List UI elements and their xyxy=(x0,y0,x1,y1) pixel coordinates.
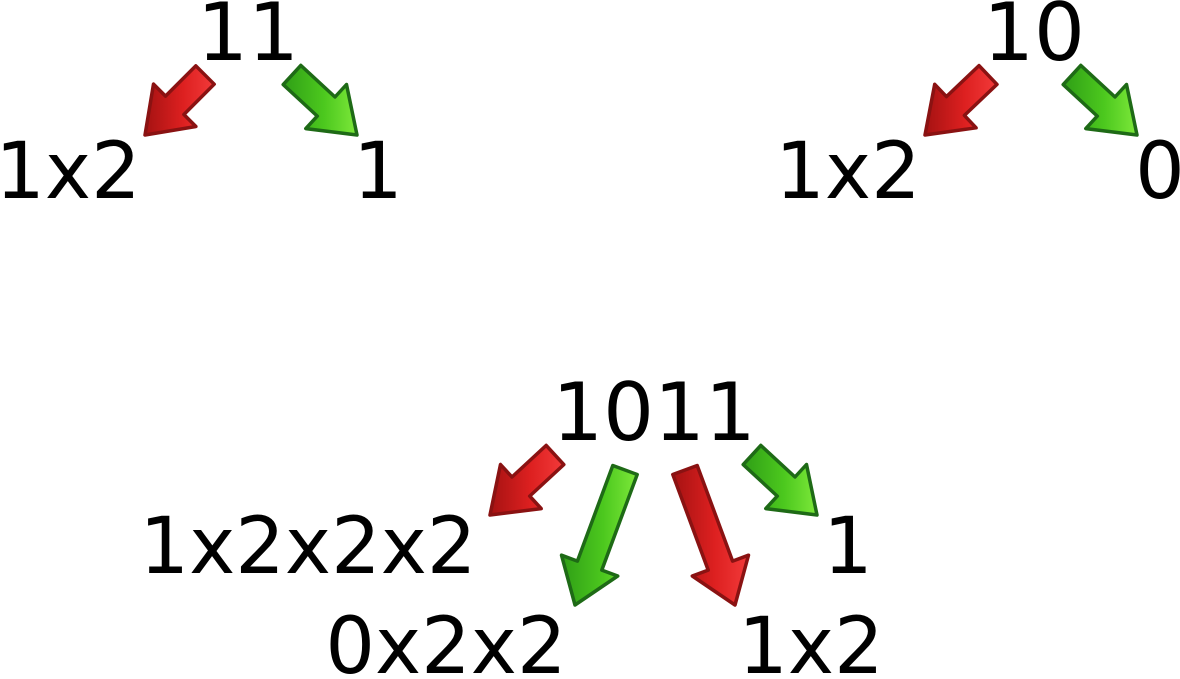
red-arrow-shape xyxy=(923,63,999,137)
tree-1011-child-3: 1x2 xyxy=(738,602,883,679)
tree-11-root: 11 xyxy=(197,0,299,79)
red-arrow-shape xyxy=(143,64,216,137)
tree-1011-child-2: 0x2x2 xyxy=(325,602,566,679)
arrow-red-far-left xyxy=(488,443,566,517)
arrow-red-left xyxy=(923,63,999,137)
tree-11-child-left: 1x2 xyxy=(0,127,141,217)
green-arrow-shape xyxy=(559,463,639,607)
tree-10-child-left: 1x2 xyxy=(775,127,920,217)
tree-10: 10 1x2 0 xyxy=(775,0,1180,217)
arrow-green-mid-left xyxy=(559,463,639,607)
arrow-green-right xyxy=(281,63,359,137)
arrow-green-right xyxy=(1061,63,1139,137)
red-arrow-shape xyxy=(488,443,566,517)
arrow-red-left xyxy=(143,64,216,137)
tree-11-child-right: 1 xyxy=(353,127,403,217)
green-arrow-shape xyxy=(281,63,359,137)
tree-10-root: 10 xyxy=(983,0,1085,79)
red-arrow-shape xyxy=(671,463,751,607)
tree-1011-root: 1011 xyxy=(552,366,756,459)
arrow-red-mid-right xyxy=(671,463,751,607)
tree-11: 11 1x2 1 xyxy=(0,0,403,217)
arrow-green-far-right xyxy=(741,443,819,517)
tree-1011-child-4: 1 xyxy=(823,502,873,592)
green-arrow-shape xyxy=(741,443,819,517)
green-arrow-shape xyxy=(1061,63,1139,137)
tree-10-child-right: 0 xyxy=(1135,127,1180,217)
tree-1011: 1011 1x2x2x2 0x2x2 1x2 1 xyxy=(140,366,884,679)
tree-1011-child-1: 1x2x2x2 xyxy=(140,502,477,592)
